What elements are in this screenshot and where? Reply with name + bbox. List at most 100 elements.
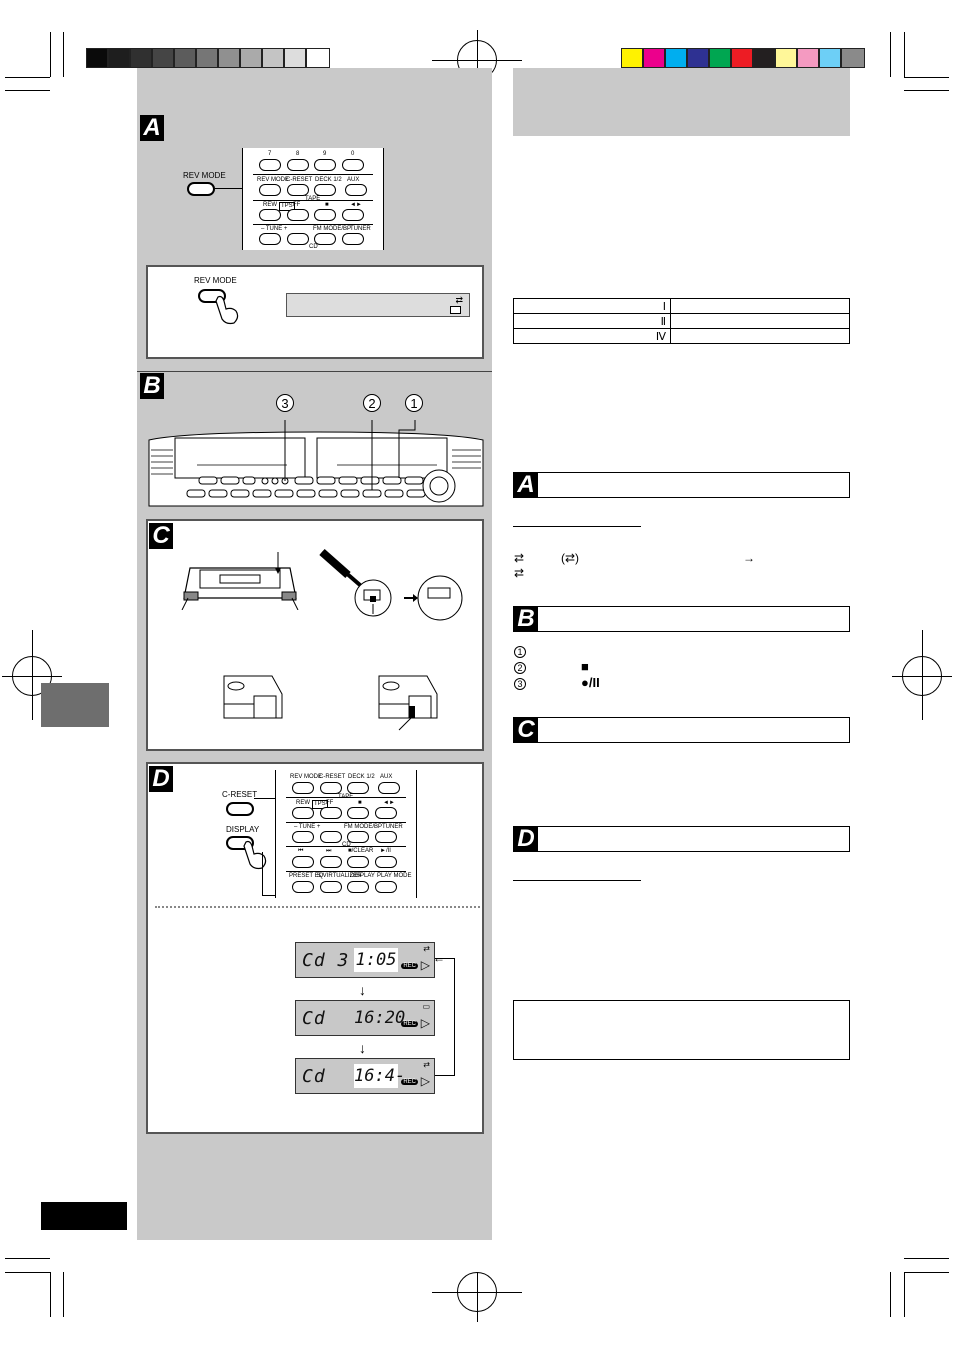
ff-button[interactable]	[287, 209, 309, 221]
side-tab	[41, 683, 109, 727]
table-row: Ⅳ	[513, 328, 850, 344]
display-label: DISPLAY	[226, 825, 260, 834]
subheading-underline-d	[513, 880, 641, 881]
tune-label: – TUNE +	[261, 226, 288, 232]
rec-indicator: REC	[401, 963, 418, 969]
color-swatch	[687, 48, 709, 68]
stop-button[interactable]	[314, 209, 336, 221]
deck-remote-button[interactable]	[314, 184, 336, 196]
digit-9-button[interactable]	[314, 159, 336, 171]
section-heading-d: D	[513, 826, 850, 852]
table-cell	[670, 298, 850, 314]
dotted-separator	[155, 906, 480, 908]
digit-8-label: 8	[296, 151, 300, 157]
play-pause-button[interactable]	[375, 856, 397, 868]
c-reset-remote-button-2[interactable]	[320, 782, 342, 794]
section-letter-b: B	[140, 373, 164, 399]
digit-7-button[interactable]	[259, 159, 281, 171]
leader-line	[215, 188, 255, 189]
c-reset-remote-button[interactable]	[287, 184, 309, 196]
display-remote-button[interactable]	[347, 881, 369, 893]
skip-forward-button[interactable]	[320, 856, 342, 868]
clear-label: ■/CLEAR	[348, 848, 374, 854]
section-letter-a: A	[140, 115, 164, 141]
tape-label: TAPE	[305, 196, 321, 202]
lcd-counter: 1:05	[354, 948, 398, 972]
table-row: Ⅱ	[513, 313, 850, 329]
stop-button-2[interactable]	[347, 807, 369, 819]
rev-mode-remote-button[interactable]	[259, 184, 281, 196]
fm-mode-label: FM MODE/BP	[313, 226, 352, 232]
left-arrow-icon: ←	[433, 951, 445, 965]
rev-mode-button[interactable]	[187, 182, 215, 196]
play-tape-label: ◄►	[350, 202, 362, 208]
tuner-button[interactable]	[342, 233, 364, 245]
digit-0-label: 0	[351, 151, 355, 157]
section-letter-a-heading: A	[514, 472, 538, 498]
aux-remote-button[interactable]	[345, 184, 367, 196]
tape-label-2: TAPE	[338, 794, 354, 800]
deck-remote-button-2[interactable]	[347, 782, 369, 794]
tape-display-window: ⇄	[286, 293, 470, 317]
s-virtualizer-button[interactable]	[320, 881, 342, 893]
cd-label: CD	[309, 244, 318, 250]
gray-swatch	[86, 48, 108, 68]
play-tape-button[interactable]	[342, 209, 364, 221]
ff-button-2[interactable]	[320, 807, 342, 819]
clear-button[interactable]	[347, 856, 369, 868]
section-letter-d: D	[149, 766, 173, 792]
callout-2: 2	[363, 394, 381, 412]
rew-button[interactable]	[259, 209, 281, 221]
play-pause-label: ►/II	[380, 848, 391, 854]
ff-label: FF	[293, 202, 301, 208]
gray-swatch	[152, 48, 174, 68]
rec-indicator: REC	[401, 1021, 418, 1027]
table-cell	[670, 313, 850, 329]
play-mode-label: PLAY MODE	[377, 873, 412, 879]
note-box	[513, 1000, 850, 1060]
rew-label-2: REW	[296, 800, 310, 806]
lcd-counter: 16:4-	[354, 1064, 406, 1088]
color-swatch	[731, 48, 753, 68]
remote-control-top: 7 8 9 0 REV MODE C-RESET DECK 1/2 AUX TA…	[242, 148, 384, 250]
subheading-underline	[513, 526, 641, 527]
tune-down-button[interactable]	[259, 233, 281, 245]
digit-7-label: 7	[268, 151, 272, 157]
tune-label-2: – TUNE +	[294, 824, 321, 830]
aux-remote-button-2[interactable]	[378, 782, 400, 794]
preset-eq-button[interactable]	[292, 881, 314, 893]
gray-swatch	[108, 48, 130, 68]
digit-8-button[interactable]	[287, 159, 309, 171]
gray-swatch	[240, 48, 262, 68]
play-tape-button-2[interactable]	[375, 807, 397, 819]
callout-3: 3	[276, 394, 294, 412]
tuner-button-2[interactable]	[375, 831, 397, 843]
reverse-mode-icon: ⇄	[423, 1060, 430, 1069]
one-side-mode-icon: ⇄	[514, 551, 525, 565]
rev-mode-remote-button-2[interactable]	[292, 782, 314, 794]
fm-mode-button-2[interactable]	[347, 831, 369, 843]
rew-button-2[interactable]	[292, 807, 314, 819]
page-number-box	[41, 1202, 127, 1230]
tune-down-button-2[interactable]	[292, 831, 314, 843]
tune-up-button[interactable]	[287, 233, 309, 245]
stop-symbol-icon: ■	[581, 659, 589, 674]
deck-remote-label: DECK 1/2	[315, 177, 342, 183]
play-indicator-icon: ▷	[420, 958, 430, 972]
color-swatch	[841, 48, 865, 68]
c-reset-button[interactable]	[226, 802, 254, 816]
s-virtualizer-label: S.VIRTUALIZER	[317, 873, 362, 879]
skip-back-button[interactable]	[292, 856, 314, 868]
tune-up-button-2[interactable]	[320, 831, 342, 843]
down-arrow-icon: ↓	[359, 1040, 366, 1056]
screwdriver-tab-illustration	[319, 549, 463, 621]
digit-9-label: 9	[323, 151, 327, 157]
section-heading-b: B	[513, 606, 850, 632]
rev-mode-label-2: REV MODE	[194, 276, 237, 285]
play-mode-button[interactable]	[375, 881, 397, 893]
rev-mode-remote-label-2: REV MODE	[290, 774, 323, 780]
digit-0-button[interactable]	[342, 159, 364, 171]
fm-mode-button[interactable]	[314, 233, 336, 245]
pressing-finger-icon-2	[243, 840, 267, 870]
cassette-illustration	[181, 552, 299, 610]
